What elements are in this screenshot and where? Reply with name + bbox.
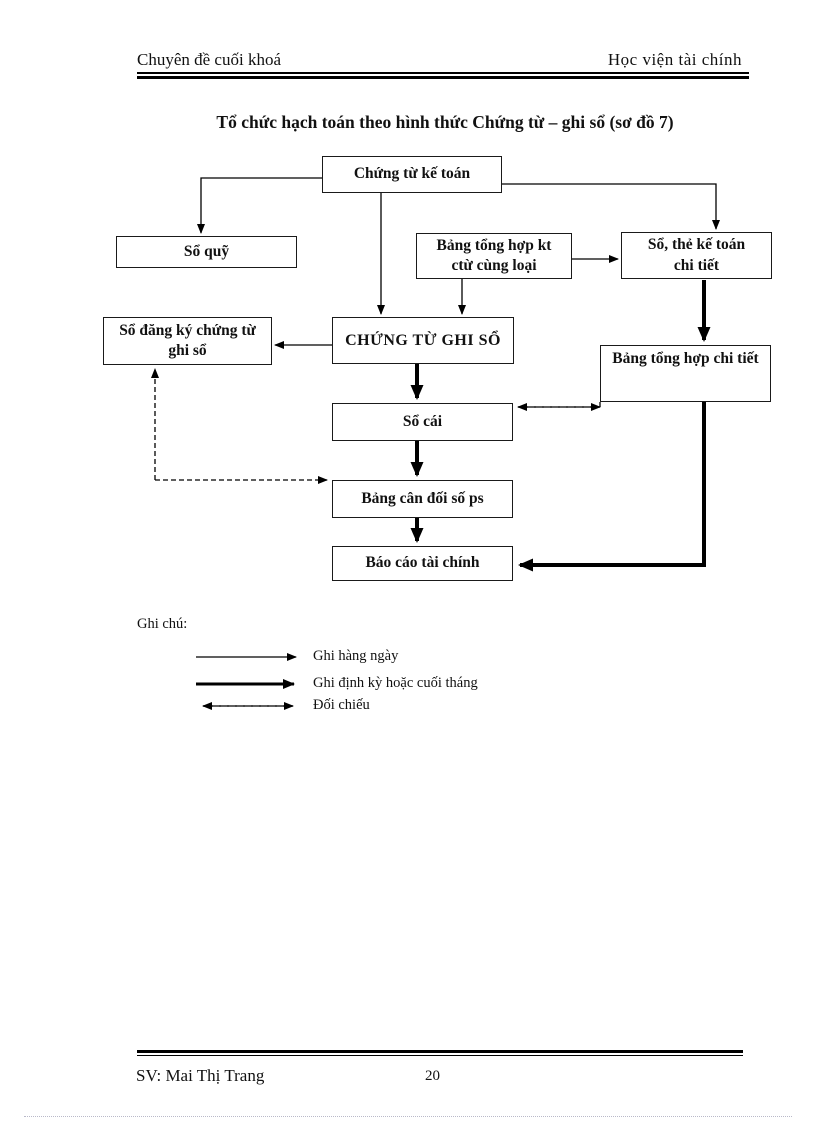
header-left-text: Chuyên đề cuối khoá [137, 50, 281, 69]
box-bang-tong-hop-chi-tiet: Bảng tổng hợp chi tiết [600, 345, 771, 402]
page-bottom-boundary [24, 1116, 792, 1117]
arrow-cttk-to-sothe [500, 183, 720, 230]
box-so-the-ke-toan-chi-tiet: Sổ, thẻ kế toán chi tiết [621, 232, 772, 279]
footer-page-number: 20 [425, 1068, 440, 1084]
box-bao-cao-tai-chinh: Báo cáo tài chính [332, 546, 513, 581]
footer-rule [137, 1050, 743, 1056]
legend-title: Ghi chú: [137, 616, 188, 632]
legend-item-daily: Ghi hàng ngày [313, 648, 399, 664]
box-bang-tong-hop-kt: Bảng tổng hợp kt ctừ cùng loại [416, 233, 572, 279]
arrow-cttk-to-soquy [197, 177, 322, 234]
box-chung-tu-ke-toan: Chứng từ kế toán [322, 156, 502, 193]
page-title: Tổ chức hạch toán theo hình thức Chứng t… [216, 112, 674, 132]
footer-author: SV: Mai Thị Trang [136, 1066, 265, 1085]
header-right-text: Học viện tài chính [607, 50, 742, 69]
box-so-dang-ky-chung-tu-ghi-so: Sổ đăng ký chứng từ ghi sổ [103, 317, 272, 365]
box-so-cai: Sổ cái [332, 403, 513, 441]
legend-item-reconcile: Đối chiếu [313, 697, 370, 713]
arrow-bthct-to-bctc [518, 402, 706, 572]
box-bang-can-doi-so-ps: Bảng cân đối số ps [332, 480, 513, 518]
header-rule [137, 72, 749, 79]
box-so-quy: Sổ quỹ [116, 236, 297, 268]
box-chung-tu-ghi-so: CHỨNG TỪ GHI SỔ [332, 317, 514, 364]
legend-item-periodic: Ghi định kỳ hoặc cuối tháng [313, 675, 478, 691]
